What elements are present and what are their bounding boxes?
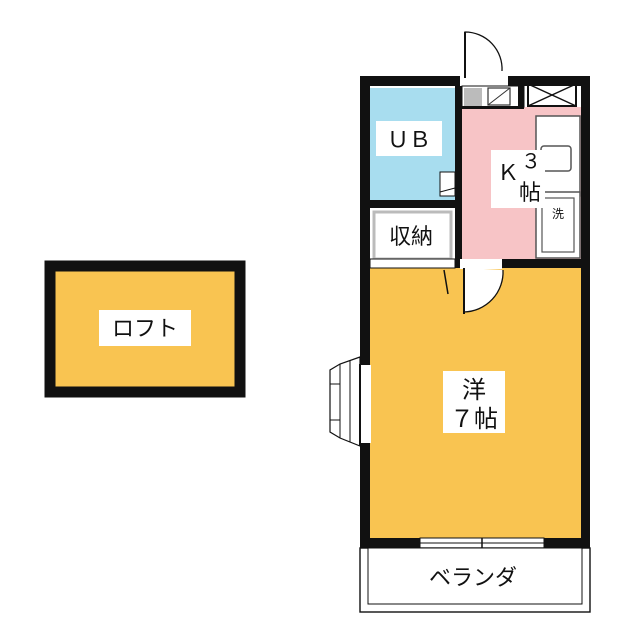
western-label-size: ７帖: [450, 405, 498, 433]
loft-label: ロフト: [112, 317, 178, 342]
entrance-door: [464, 31, 503, 78]
shoe-box: [464, 88, 482, 106]
kitchen-label-size: ３: [521, 149, 541, 173]
kitchen-label-k: Ｋ: [497, 161, 519, 186]
bath-label: ＵＢ: [387, 128, 431, 153]
western-label-type: 洋: [462, 376, 486, 404]
bath-door: [439, 171, 456, 197]
washer-space: 洗: [535, 191, 581, 259]
loft-room: ロフト: [44, 260, 246, 398]
storage-label: 収納: [389, 225, 433, 250]
balcony-label: ベランダ: [429, 566, 517, 591]
balcony: ベランダ: [359, 547, 591, 613]
bay-window: [329, 356, 371, 447]
laundry-label: 洗: [552, 207, 564, 221]
sink-icon: [540, 145, 572, 172]
pipe-space: [527, 83, 577, 107]
balcony-window: [419, 537, 545, 549]
kitchen-label-unit: 帖: [519, 181, 541, 206]
room-door: [460, 259, 504, 314]
